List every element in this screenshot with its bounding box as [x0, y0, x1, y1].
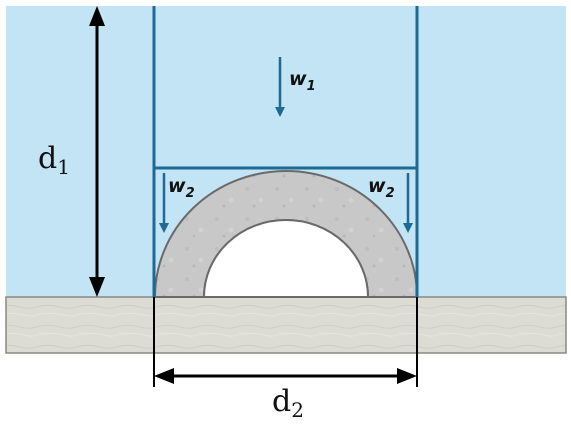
d2-arrowhead-right: [397, 368, 417, 384]
arch-opening: [202, 219, 370, 298]
d1-label: d1: [38, 141, 70, 179]
d2-label: d2: [272, 384, 304, 422]
d2-arrowhead-left: [154, 368, 174, 384]
w1-label: w1: [289, 68, 316, 94]
ground-strip: [5, 296, 567, 354]
w2-left-label: w2: [168, 175, 195, 201]
d1-arrowhead-bottom: [89, 277, 105, 297]
d1-arrowhead-top: [89, 6, 105, 26]
w2-right-label: w2: [368, 175, 395, 201]
